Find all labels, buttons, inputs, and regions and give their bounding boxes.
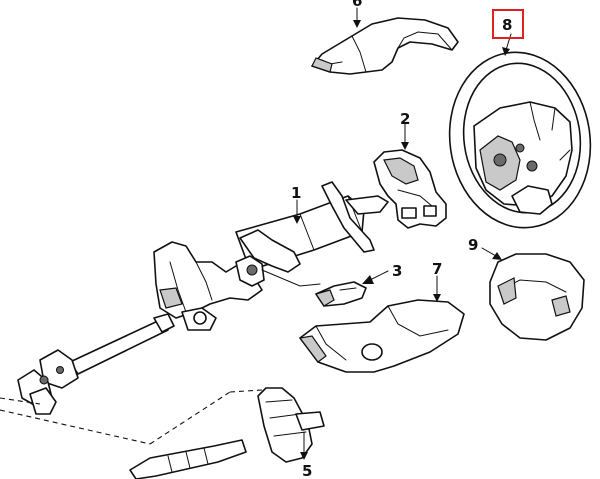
callout-8-highlight-box [492, 9, 524, 39]
callout-1[interactable]: 1 [291, 184, 301, 202]
part-8-steering-wheel[interactable] [438, 43, 600, 237]
callout-8[interactable]: 8 [502, 16, 512, 34]
callout-7[interactable]: 7 [432, 260, 442, 278]
callout-9[interactable]: 9 [468, 236, 478, 254]
part-2-lock-housing[interactable] [373, 149, 447, 229]
callout-6[interactable]: 6 [352, 0, 362, 10]
part-7-lower-column-cover[interactable] [298, 299, 465, 373]
part-9-airbag-module[interactable] [489, 253, 585, 341]
leader-arrows [293, 7, 512, 460]
intermediate-shaft[interactable] [17, 313, 175, 415]
part-5-column-boot[interactable] [129, 387, 325, 479]
part-6-upper-column-cover[interactable] [311, 17, 459, 75]
part-1-steering-column[interactable] [153, 181, 389, 331]
callout-3[interactable]: 3 [392, 262, 402, 280]
callout-5[interactable]: 5 [302, 462, 312, 479]
reference-lines [0, 389, 263, 445]
callout-2[interactable]: 2 [400, 110, 410, 128]
part-3-column-switch[interactable] [315, 281, 367, 307]
